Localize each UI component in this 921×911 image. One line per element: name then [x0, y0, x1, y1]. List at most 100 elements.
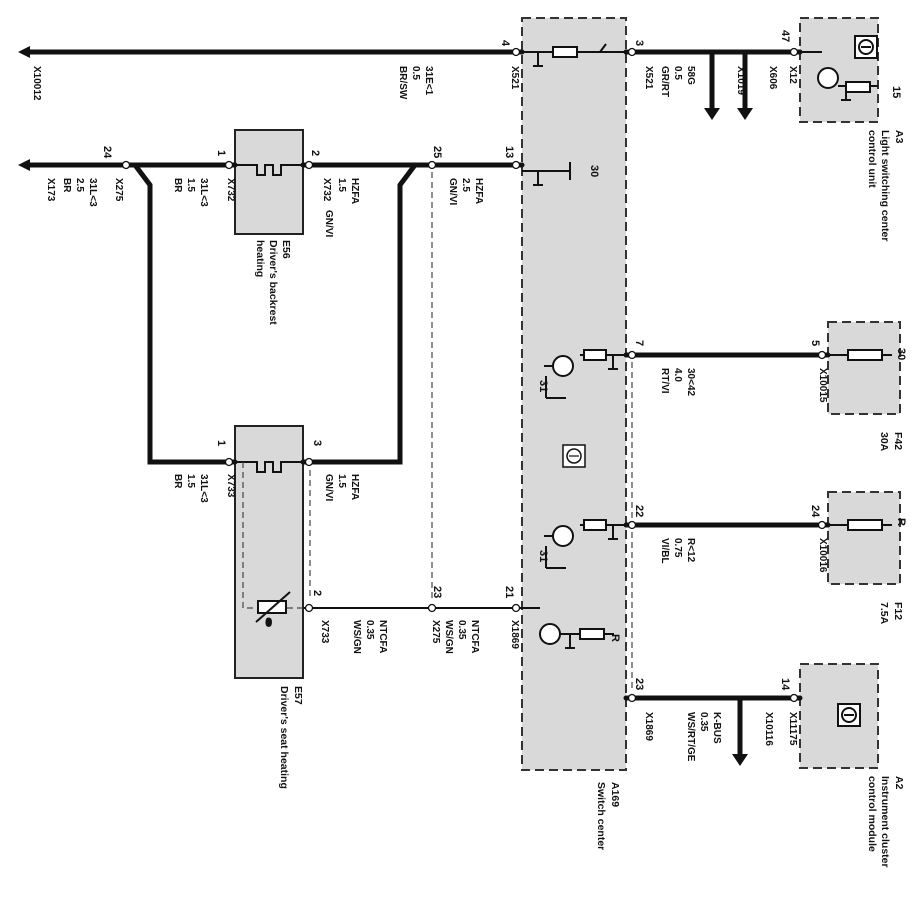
- a3-id: A3: [893, 130, 905, 144]
- label-31e1: 31E<1: [423, 66, 434, 96]
- f12-pin-24: 24: [809, 505, 821, 518]
- f42-rating: 30A: [878, 432, 890, 452]
- label-gnvi-c: GN/VI: [323, 474, 334, 501]
- pin-23-right: 23: [633, 678, 645, 690]
- a169-internal-circuits: [522, 43, 626, 649]
- label-br-sw: BR/SW: [397, 66, 408, 100]
- label-x521-left: X521: [509, 66, 520, 90]
- pin-25: 25: [431, 146, 443, 158]
- e56-line2: heating: [254, 240, 266, 277]
- label-x732-left: X732: [225, 178, 236, 202]
- pin-3: 3: [633, 40, 645, 46]
- label-x275-left: X275: [113, 178, 124, 202]
- label-0-5-a: 0.5: [410, 66, 421, 80]
- label-hzfa-c: HZFA: [349, 474, 360, 500]
- e57-pin-1: 1: [215, 440, 227, 446]
- pin-21: 21: [503, 586, 515, 598]
- a3-internal: [800, 35, 878, 101]
- pin-24-left: 24: [101, 146, 113, 159]
- label-wsrtge: WS/RT/GE: [685, 712, 696, 762]
- label-vibl: VI/BL: [659, 538, 670, 564]
- pin-23-mid: 23: [431, 586, 443, 598]
- label-x1019: X1019: [735, 66, 746, 95]
- label-gnvi-a: GN/VI: [323, 210, 334, 237]
- a3-line1: Light switching center: [879, 130, 891, 241]
- pin-47: 47: [779, 30, 791, 42]
- e56-pin-2: 2: [309, 150, 321, 156]
- a169-module-icon: [562, 444, 586, 468]
- a169-name: Switch center: [595, 782, 607, 850]
- svg-text:θ: θ: [266, 618, 271, 629]
- label-58g: 58G: [685, 66, 696, 85]
- a169-pin-31b: 31: [537, 550, 549, 562]
- wire-top-left-arrow: [18, 46, 30, 58]
- label-0-35-c: 0.35: [698, 712, 709, 732]
- label-31l3-c: 31L<3: [198, 474, 209, 503]
- label-31l3-b: 31L<3: [198, 178, 209, 207]
- e57-pin-3: 3: [311, 440, 323, 446]
- e57-id: E57: [292, 686, 304, 705]
- label-1-5-c: 1.5: [185, 474, 196, 488]
- label-x11175: X11175: [787, 712, 798, 746]
- label-31l3-a: 31L<3: [87, 178, 98, 207]
- x606-arrow: [737, 108, 753, 120]
- label-br-b: BR: [172, 178, 183, 193]
- label-r-12: R<12: [685, 538, 696, 563]
- a169-switch-center-box[interactable]: [521, 17, 627, 771]
- wire-e57-gnd[interactable]: [132, 162, 238, 465]
- a2-id: A2: [893, 776, 905, 790]
- label-x521-right: X521: [643, 66, 654, 90]
- f42-fuse-symbol: [828, 349, 892, 361]
- label-x173: X173: [45, 178, 56, 202]
- label-ntcfa-b: NTCFA: [469, 620, 480, 653]
- pin-4: 4: [499, 40, 511, 47]
- a3-pin-15: 15: [890, 86, 902, 98]
- label-4-0: 4.0: [672, 368, 683, 382]
- pin-7: 7: [633, 340, 645, 346]
- f12-fuse-symbol: [828, 519, 892, 531]
- label-1-5-a: 1.5: [185, 178, 196, 192]
- f42-box[interactable]: [827, 321, 901, 415]
- f12-id: F12: [892, 602, 904, 620]
- f42-pin-5: 5: [809, 340, 821, 346]
- pin-22: 22: [633, 505, 645, 517]
- wire-hzfa-e57[interactable]: [300, 162, 418, 465]
- label-1-5-d: 1.5: [336, 474, 347, 488]
- a2-module-icon: [837, 703, 861, 727]
- e57-heater-element: [235, 461, 303, 473]
- label-x10015: X10015: [817, 368, 828, 403]
- label-hzfa-a: HZFA: [349, 178, 360, 204]
- f12-box[interactable]: [827, 491, 901, 585]
- label-br-a: BR: [61, 178, 72, 193]
- label-1-5-b: 1.5: [336, 178, 347, 192]
- label-kbus: K-BUS: [711, 712, 722, 744]
- f42-pin-30: 30: [895, 348, 907, 360]
- label-x606: X606: [767, 66, 778, 90]
- label-rtvi: RT/VI: [659, 368, 670, 394]
- label-br-c: BR: [172, 474, 183, 489]
- label-gnvi-b: GN/VI: [447, 178, 458, 205]
- label-x275-mid: X275: [430, 620, 441, 644]
- label-0-35-a: 0.35: [364, 620, 375, 640]
- a169-label: A169: [609, 782, 621, 807]
- a3-line2: control unit: [866, 130, 878, 188]
- e56-id: E56: [280, 240, 292, 259]
- e56-pin-1: 1: [215, 150, 227, 156]
- wire-left-gnd-arrow: [18, 159, 30, 171]
- label-wsgn-a: WS/GN: [351, 620, 362, 654]
- label-wsgn-b: WS/GN: [443, 620, 454, 654]
- e57-box[interactable]: [234, 425, 304, 679]
- a3-box[interactable]: [799, 17, 879, 123]
- label-0-75: 0.75: [672, 538, 683, 558]
- label-0-35-b: 0.35: [456, 620, 467, 640]
- e56-box[interactable]: [234, 129, 304, 235]
- a169-pin-30: 30: [588, 165, 600, 177]
- pin-13: 13: [503, 146, 515, 158]
- e56-line1: Driver's backrest: [267, 240, 279, 325]
- a2-pin-14: 14: [779, 678, 791, 691]
- label-x732-right: X732: [321, 178, 332, 202]
- label-x1869-left: X1869: [509, 620, 520, 649]
- e57-ntc-sensor: θ: [255, 591, 291, 630]
- pin-markers: [121, 47, 827, 703]
